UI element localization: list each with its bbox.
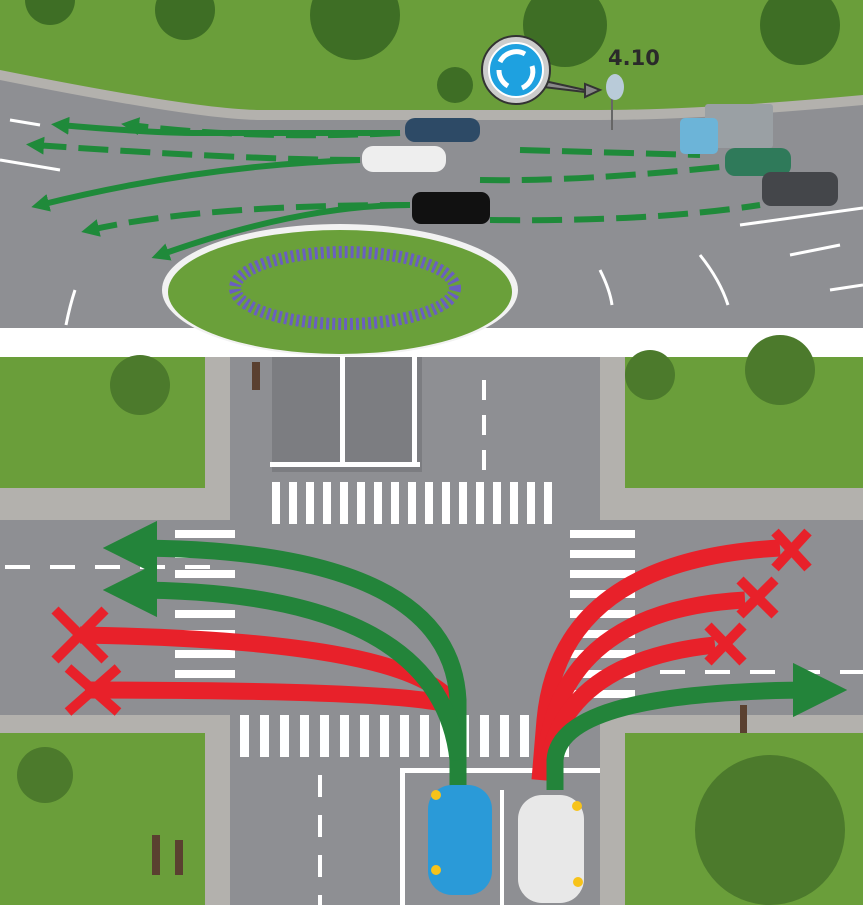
crosswalk-stripe [480,715,489,757]
crosswalk-stripe [425,482,433,524]
truck [705,104,773,148]
crosswalk-stripe [570,690,635,698]
crosswalk-stripe [360,715,369,757]
crosswalk-stripe [289,482,297,524]
crosswalk-stripe [459,482,467,524]
crosswalk-stripe [357,482,365,524]
crosswalk-stripe [300,715,309,757]
crosswalk-stripe [527,482,535,524]
car-black [412,192,490,224]
crosswalk-stripe [280,715,289,757]
crosswalk-stripe [570,530,635,538]
crosswalk-stripe [544,482,552,524]
crosswalk-stripe [400,715,409,757]
car-dark-blue [405,118,480,142]
car-white [362,146,446,172]
car-green [725,148,791,176]
crosswalk-stripe [500,715,509,757]
crosswalk-stripe [520,715,529,757]
crosswalk-stripe [272,482,280,524]
crosswalk-stripe [306,482,314,524]
crosswalk-stripe [420,715,429,757]
crosswalk-stripe [340,715,349,757]
crosswalk-stripe [570,570,635,578]
crosswalk-stripe [442,482,450,524]
crosswalk-stripe [493,482,501,524]
crosswalk-stripe [440,715,449,757]
car-gray [762,172,838,206]
flower-bed [229,246,461,330]
crosswalk-stripe [570,550,635,558]
car-white-bottom [518,795,584,903]
roundabout-paths [26,116,761,261]
crosswalk-stripe [175,670,235,678]
crosswalk-stripe [408,482,416,524]
crosswalk-stripe [570,630,635,638]
crosswalk-stripe [175,650,235,658]
roundabout-scene [0,0,863,356]
intersection-scene [0,335,863,905]
roundabout-island [168,230,512,354]
crosswalk-stripe [380,715,389,757]
crosswalk-stripe [510,482,518,524]
crosswalk-stripe [476,482,484,524]
crosswalk-stripe [175,610,235,618]
crosswalk-stripe [320,715,329,757]
crosswalk-stripe [323,482,331,524]
crosswalk-stripe [391,482,399,524]
forbidden-marks [51,528,812,716]
crosswalk-stripe [175,570,235,578]
crosswalk-stripe [175,530,235,538]
crosswalk-stripe [260,715,269,757]
sign-number: 4.10 [608,46,660,70]
crosswalk-stripe [374,482,382,524]
crosswalk-stripe [340,482,348,524]
crosswalk-stripe [240,715,249,757]
car-blue [428,785,492,895]
